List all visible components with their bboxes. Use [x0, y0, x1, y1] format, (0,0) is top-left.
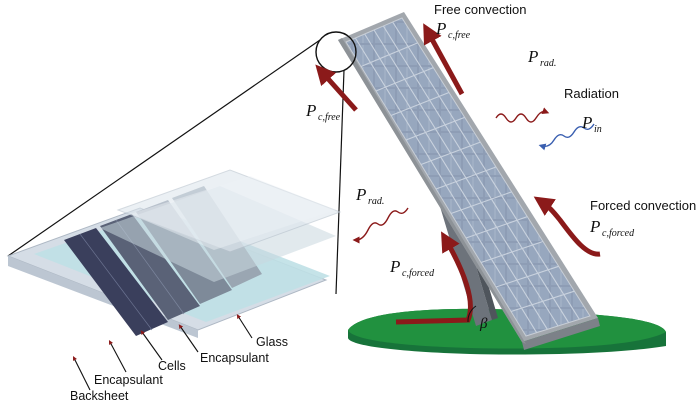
sym-pc-free-left: P c,free [305, 101, 341, 123]
radiation-arrows [352, 107, 595, 244]
panel-column-line [382, 25, 570, 323]
svg-text:c,forced: c,forced [602, 228, 635, 239]
free-convection-arrow-left [315, 64, 358, 112]
zoom-line-top [7, 39, 321, 257]
sym-pc-free-top: P c,free [435, 19, 471, 41]
sym-pc-forced-bottom: P c,forced [389, 257, 435, 279]
panel-cell-lines [354, 21, 580, 333]
panel-column-line [364, 33, 548, 330]
panel-column-line [392, 21, 580, 320]
radiation-label: Radiation [564, 86, 619, 101]
svg-text:P: P [305, 101, 316, 120]
svg-text:P: P [527, 47, 538, 66]
forced-convection-label: Forced convection [590, 198, 696, 213]
tilt-angle-arc [467, 305, 477, 323]
cells-label: Cells [158, 359, 186, 373]
layer-inset [6, 169, 342, 338]
sym-pin: P in [581, 113, 602, 135]
svg-text:in: in [594, 124, 602, 135]
sym-pc-forced-right: P c,forced [589, 217, 635, 239]
zoom-line-bottom [335, 69, 345, 295]
sym-prad-left: P rad. [355, 185, 384, 207]
glass-label: Glass [256, 335, 288, 349]
svg-text:c,free: c,free [448, 30, 471, 41]
svg-text:P: P [581, 113, 592, 132]
svg-text:P: P [389, 257, 400, 276]
free-convection-arrow-top [423, 23, 465, 96]
encapsulant-top-label: Encapsulant [200, 351, 269, 365]
svg-text:c,free: c,free [318, 112, 341, 123]
backsheet-label: Backsheet [70, 389, 129, 403]
solar-panel [338, 12, 600, 350]
free-convection-label: Free convection [434, 2, 527, 17]
svg-text:c,forced: c,forced [402, 268, 435, 279]
radiation-in [538, 123, 595, 151]
svg-text:P: P [435, 19, 446, 38]
svg-text:rad.: rad. [368, 196, 384, 207]
panel-column-line [373, 29, 559, 327]
svg-text:P: P [355, 185, 366, 204]
svg-text:P: P [589, 217, 600, 236]
layer-pointers [73, 314, 253, 391]
tilt-angle-symbol: β [479, 316, 488, 332]
svg-text:rad.: rad. [540, 58, 556, 69]
panel-column-line [354, 37, 538, 333]
radiation-out-left [352, 207, 409, 244]
sym-prad-right: P rad. [527, 47, 556, 69]
radiation-out-right [495, 107, 550, 123]
forced-convection-arrow-right [533, 196, 601, 257]
encapsulant-bottom-label: Encapsulant [94, 373, 163, 387]
